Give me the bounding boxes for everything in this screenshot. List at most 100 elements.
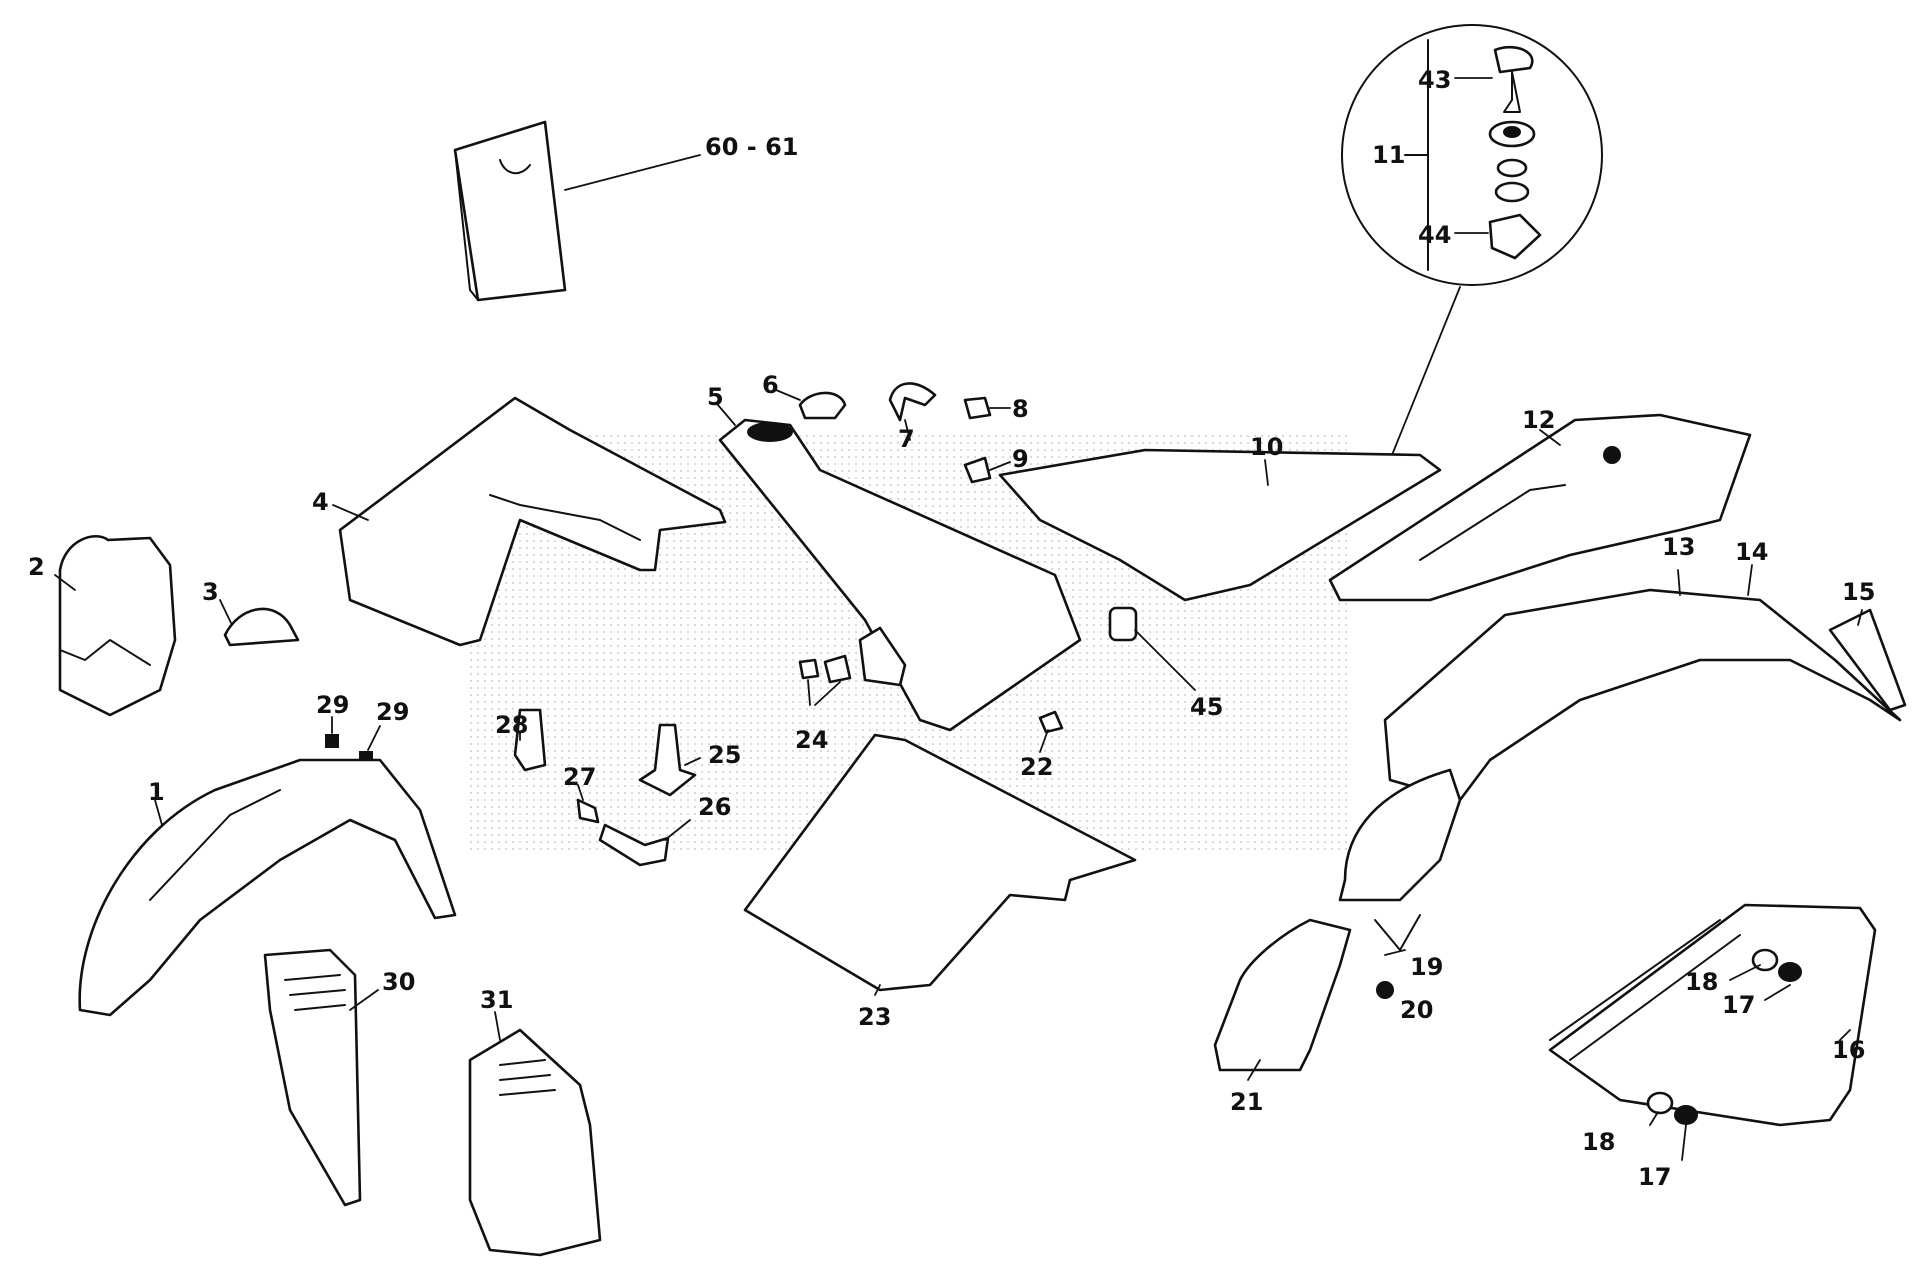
label-31: 31	[480, 986, 513, 1014]
headlight-mask-detail	[59, 639, 151, 666]
label-18b: 18	[1582, 1128, 1615, 1156]
leader-27	[577, 784, 584, 801]
fuel-cap-detail-circle	[1341, 24, 1603, 286]
leader-16	[1839, 1029, 1851, 1041]
label-14: 14	[1735, 538, 1768, 566]
part-spacer-45[interactable]	[1108, 606, 1138, 642]
part-27[interactable]	[576, 798, 600, 824]
label-7: 7	[898, 425, 915, 453]
label-10: 10	[1250, 433, 1283, 461]
part-24-a[interactable]	[798, 658, 820, 680]
part-31[interactable]	[468, 1028, 602, 1257]
part-right-shroud[interactable]	[743, 733, 1137, 992]
label-20: 20	[1400, 996, 1433, 1024]
label-13: 13	[1662, 533, 1695, 561]
leader-9	[989, 461, 1011, 471]
part-front-fender[interactable]	[78, 758, 457, 1017]
label-3: 3	[202, 578, 219, 606]
label-26: 26	[698, 793, 731, 821]
part-16-detail	[1549, 919, 1741, 1061]
part-30[interactable]	[263, 948, 362, 1207]
label-43: 43	[1418, 66, 1451, 94]
leader-30	[349, 989, 379, 1011]
part-21-mud-flap[interactable]	[1213, 918, 1352, 1072]
part-12-hole	[1603, 446, 1621, 464]
label-19: 19	[1410, 953, 1443, 981]
label-17a: 17	[1722, 991, 1755, 1019]
label-30: 30	[382, 968, 415, 996]
part-20[interactable]	[1376, 981, 1394, 999]
leader-2	[54, 574, 76, 591]
leader-1	[154, 799, 163, 826]
leader-23	[874, 984, 881, 996]
leader-22	[1039, 729, 1049, 753]
leader-31	[494, 1011, 501, 1041]
label-17b: 17	[1638, 1163, 1671, 1191]
left-shroud-detail	[489, 494, 641, 541]
leader-18a	[1729, 964, 1761, 981]
label-23: 23	[858, 1003, 891, 1031]
label-60-61: 60 - 61	[705, 133, 798, 161]
label-28: 28	[495, 711, 528, 739]
leader-17b	[1681, 1124, 1687, 1161]
label-15: 15	[1842, 578, 1875, 606]
part-22[interactable]	[1038, 710, 1064, 734]
part-24-b[interactable]	[823, 654, 852, 684]
label-25: 25	[708, 741, 741, 769]
label-27: 27	[563, 763, 596, 791]
part-30-grill	[284, 974, 346, 1011]
part-13-flap[interactable]	[1338, 768, 1462, 902]
label-12: 12	[1522, 406, 1555, 434]
part-17-b[interactable]	[1674, 1105, 1698, 1125]
fuel-tank-cap	[747, 422, 793, 442]
leader-10	[1264, 459, 1269, 486]
label-11: 11	[1372, 141, 1405, 169]
part-7[interactable]	[888, 382, 937, 422]
label-45: 45	[1190, 693, 1223, 721]
label-44: 44	[1418, 221, 1451, 249]
part-clamp[interactable]	[223, 607, 300, 647]
leader-19	[1384, 949, 1406, 956]
label-21: 21	[1230, 1088, 1263, 1116]
part-6[interactable]	[798, 391, 847, 420]
part-29-a[interactable]	[325, 734, 339, 748]
leader-7	[904, 419, 911, 441]
part-seat[interactable]	[998, 448, 1442, 602]
part-12-side-panel[interactable]	[1328, 413, 1752, 602]
label-16: 16	[1832, 1036, 1865, 1064]
part-tank-bracket[interactable]	[858, 626, 907, 687]
leader-6	[775, 389, 801, 401]
part-13-rear-fender[interactable]	[1383, 588, 1902, 802]
leader-24	[807, 679, 841, 706]
label-24: 24	[795, 726, 828, 754]
leader-21	[1247, 1059, 1261, 1081]
part-left-shroud[interactable]	[338, 396, 727, 647]
leader-3	[219, 599, 233, 626]
part-18-b[interactable]	[1646, 1091, 1674, 1115]
part-12-detail	[1419, 484, 1566, 561]
leader-60-61	[564, 154, 701, 191]
part-16-side-number-plate[interactable]	[1548, 903, 1877, 1127]
label-29a: 29	[316, 691, 349, 719]
part-8[interactable]	[963, 396, 992, 420]
part-17-a[interactable]	[1778, 962, 1802, 982]
part-26[interactable]	[598, 823, 670, 867]
leader-12	[1539, 429, 1561, 446]
label-1: 1	[148, 778, 165, 806]
part-15[interactable]	[1828, 608, 1907, 712]
part-25[interactable]	[638, 723, 697, 797]
part-28[interactable]	[513, 708, 547, 772]
label-8: 8	[1012, 395, 1029, 423]
part-9[interactable]	[963, 456, 992, 484]
label-29b: 29	[376, 698, 409, 726]
label-9: 9	[1012, 445, 1029, 473]
label-2: 2	[28, 553, 45, 581]
part-document-bag[interactable]	[453, 120, 567, 302]
leader-5	[717, 404, 736, 426]
leader-14	[1747, 564, 1753, 596]
leader-29b	[367, 725, 381, 751]
part-19[interactable]	[1374, 914, 1421, 951]
part-headlight-mask[interactable]	[58, 534, 177, 717]
part-31-grill	[499, 1059, 556, 1096]
